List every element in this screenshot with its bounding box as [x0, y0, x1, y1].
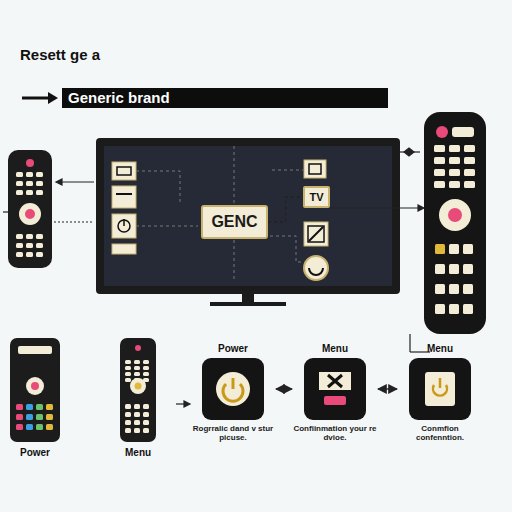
head-text: Menu	[398, 343, 482, 354]
remote-right	[424, 112, 486, 334]
brand-box: GENC	[201, 205, 268, 239]
step-icon	[409, 358, 471, 420]
remote-bottom-middle	[120, 338, 156, 442]
step-icon	[202, 358, 264, 420]
connector	[378, 388, 397, 389]
body-text: Conmfion confenntion.	[398, 424, 482, 442]
connector	[276, 388, 292, 389]
title: Resett ge a	[20, 46, 100, 63]
row-arrow	[176, 401, 190, 407]
icon-square	[409, 358, 471, 420]
pointer-arrow	[22, 92, 58, 104]
remote-bottom-left	[10, 338, 60, 442]
step-icon	[304, 358, 366, 420]
step-box: MenuConmfion confenntion.	[398, 343, 482, 442]
node-text: TV	[309, 191, 324, 203]
node-text: GENC	[211, 213, 258, 231]
body-text: Rogrralic dand v stur picuse.	[191, 424, 275, 442]
remote-left	[8, 150, 52, 268]
tv-illustration	[96, 138, 400, 306]
remote-label: Menu	[125, 447, 151, 458]
brand-band: Generic brand	[62, 88, 388, 108]
head-text: Menu	[293, 343, 377, 354]
guide-arrows	[3, 148, 430, 352]
icon-square	[202, 358, 264, 420]
remote-label: Power	[20, 447, 50, 458]
icon-square	[304, 358, 366, 420]
node-text: Generic brand	[68, 88, 388, 108]
step-box: MenuConfiinmation your re dvioe.	[293, 343, 377, 442]
connector	[268, 197, 303, 222]
body-text: Confiinmation your re dvioe.	[293, 424, 377, 442]
step-box: PowerRogrralic dand v stur picuse.	[191, 343, 275, 442]
remote-buttons	[16, 145, 475, 433]
head-text: Power	[191, 343, 275, 354]
tv-button: TV	[303, 186, 330, 208]
